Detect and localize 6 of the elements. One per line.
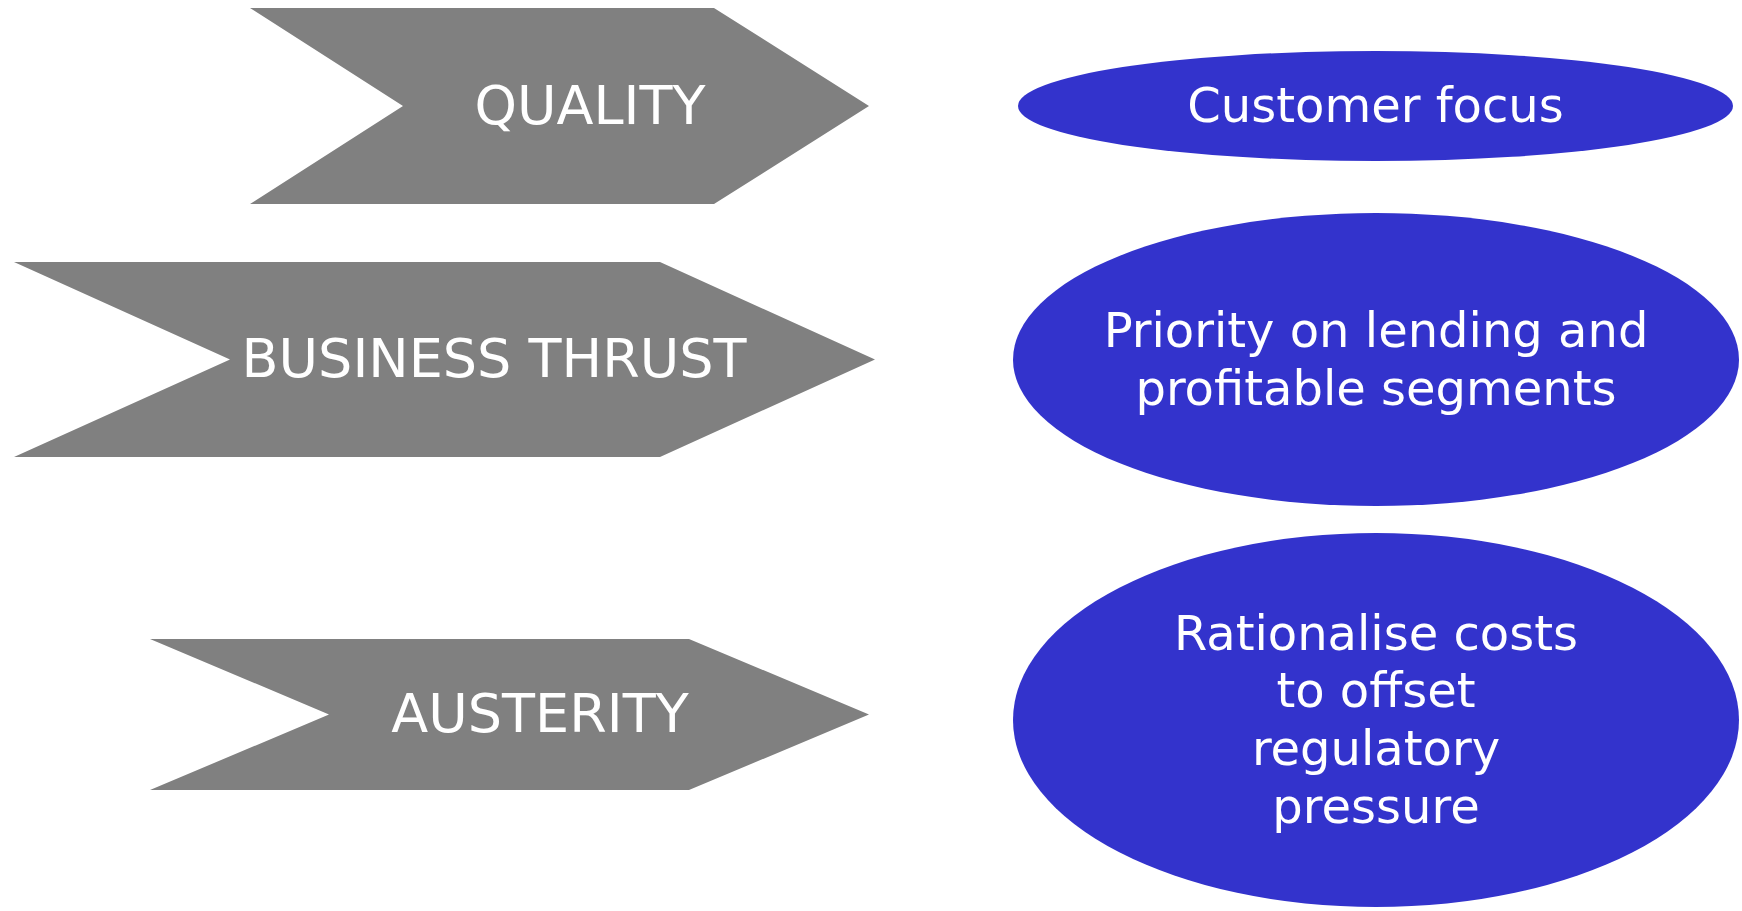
ellipse-label: Customer focus (1187, 77, 1564, 135)
ellipse-label: Rationalise costs to offset regulatory pressure (1172, 604, 1580, 836)
ellipse-label: Priority on lending and profitable segments (1103, 301, 1649, 418)
chevron-label: QUALITY (474, 73, 706, 139)
chevron-label: AUSTERITY (391, 682, 689, 747)
chevron-label: BUSINESS THRUST (241, 327, 747, 392)
